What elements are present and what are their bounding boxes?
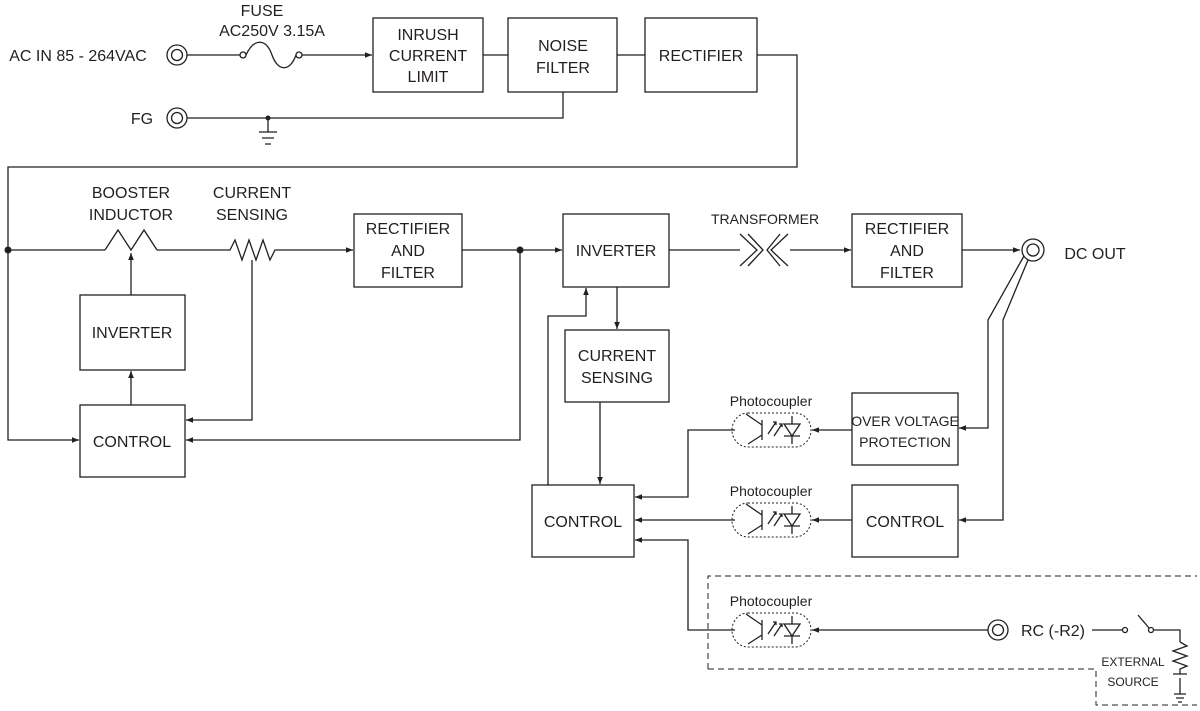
- svg-text:CONTROL: CONTROL: [93, 434, 171, 451]
- photocoupler-outline: [731, 502, 812, 538]
- main-control-block: CONTROL: [531, 484, 635, 558]
- photocoupler-rc: Photocoupler: [730, 593, 813, 648]
- svg-text:FILTER: FILTER: [381, 265, 435, 282]
- svg-text:CONTROL: CONTROL: [866, 514, 944, 531]
- rc-connector-icon: [987, 619, 1009, 641]
- svg-text:Photocoupler: Photocoupler: [730, 593, 813, 609]
- output-rectifier-and-filter-block: RECTIFIER AND FILTER: [851, 213, 963, 288]
- svg-text:LIMIT: LIMIT: [408, 69, 449, 86]
- rc-label: RC (-R2): [1021, 623, 1085, 640]
- fg-label: FG: [131, 111, 153, 128]
- photocoupler-outline: [731, 612, 812, 648]
- noise-filter-block: NOISE FILTER: [507, 17, 618, 93]
- pfc-inverter-block: INVERTER: [79, 294, 186, 371]
- svg-text:FILTER: FILTER: [536, 60, 590, 77]
- svg-text:INVERTER: INVERTER: [576, 243, 657, 260]
- svg-text:NOISE: NOISE: [538, 38, 588, 55]
- rectifier-block: RECTIFIER: [644, 17, 758, 93]
- resistor-icon: [1171, 641, 1189, 674]
- led-icon: [782, 416, 802, 444]
- svg-text:RECTIFIER: RECTIFIER: [366, 221, 450, 238]
- svg-text:CURRENT: CURRENT: [389, 48, 467, 65]
- current-sensing-label: CURRENT: [213, 185, 291, 202]
- fg-connector-icon: [166, 107, 188, 129]
- ac-in-connector-icon: [166, 44, 188, 66]
- svg-text:RECTIFIER: RECTIFIER: [659, 48, 743, 65]
- resistor-icon: [222, 238, 285, 262]
- booster-inductor-label: BOOSTER: [92, 185, 170, 202]
- output-current-sensing-block: CURRENT SENSING: [564, 329, 670, 403]
- fuse-icon: [239, 41, 303, 69]
- svg-text:SENSING: SENSING: [581, 370, 653, 387]
- svg-text:RECTIFIER: RECTIFIER: [865, 221, 949, 238]
- external-source-label-2: SOURCE: [1107, 675, 1158, 689]
- rectifier-and-filter-block: RECTIFIER AND FILTER: [353, 213, 463, 288]
- booster-inductor-label-2: INDUCTOR: [89, 207, 173, 224]
- external-source-label: EXTERNAL: [1101, 655, 1165, 669]
- fuse-rating: AC250V 3.15A: [219, 23, 325, 40]
- phototransistor-icon: [745, 503, 763, 535]
- ground-icon: [1173, 673, 1187, 703]
- ovp-block: OVER VOLTAGE PROTECTION: [851, 392, 959, 466]
- svg-text:Photocoupler: Photocoupler: [730, 393, 813, 409]
- current-sensing-label-2: SENSING: [216, 207, 288, 224]
- photocoupler-control: Photocoupler: [730, 483, 813, 538]
- transformer-icon: [739, 233, 789, 267]
- switch-icon: [1092, 614, 1181, 642]
- ground-icon: [259, 115, 277, 145]
- svg-text:Photocoupler: Photocoupler: [730, 483, 813, 499]
- dc-out-connector-icon: [1021, 238, 1045, 262]
- transformer-label: TRANSFORMER: [711, 211, 819, 227]
- svg-text:FILTER: FILTER: [880, 265, 934, 282]
- light-arrows-icon: [767, 511, 783, 527]
- svg-text:INRUSH: INRUSH: [397, 27, 458, 44]
- svg-text:OVER VOLTAGE: OVER VOLTAGE: [851, 413, 959, 429]
- light-arrows-icon: [767, 421, 783, 437]
- inrush-current-limit-block: INRUSH CURRENT LIMIT: [372, 17, 484, 93]
- svg-text:CONTROL: CONTROL: [544, 514, 622, 531]
- led-icon: [782, 506, 802, 534]
- pfc-control-block: CONTROL: [79, 404, 186, 478]
- ac-in-label: AC IN 85 - 264VAC: [9, 48, 147, 65]
- light-arrows-icon: [767, 621, 783, 637]
- svg-text:INVERTER: INVERTER: [92, 325, 173, 342]
- led-icon: [782, 616, 802, 644]
- fuse-label: FUSE: [241, 3, 284, 20]
- phototransistor-icon: [745, 613, 763, 645]
- photocoupler-ovp: Photocoupler: [730, 393, 813, 448]
- remote-option-boundary: [707, 575, 1197, 706]
- svg-text:AND: AND: [391, 243, 425, 260]
- svg-text:PROTECTION: PROTECTION: [859, 434, 951, 450]
- svg-text:AND: AND: [890, 243, 924, 260]
- photocoupler-outline: [731, 412, 812, 448]
- dc-out-label: DC OUT: [1064, 246, 1126, 263]
- booster-inductor-icon: [104, 228, 158, 252]
- main-inverter-block: INVERTER: [562, 213, 670, 288]
- phototransistor-icon: [745, 413, 763, 445]
- svg-text:CURRENT: CURRENT: [578, 348, 656, 365]
- secondary-control-block: CONTROL: [851, 484, 959, 558]
